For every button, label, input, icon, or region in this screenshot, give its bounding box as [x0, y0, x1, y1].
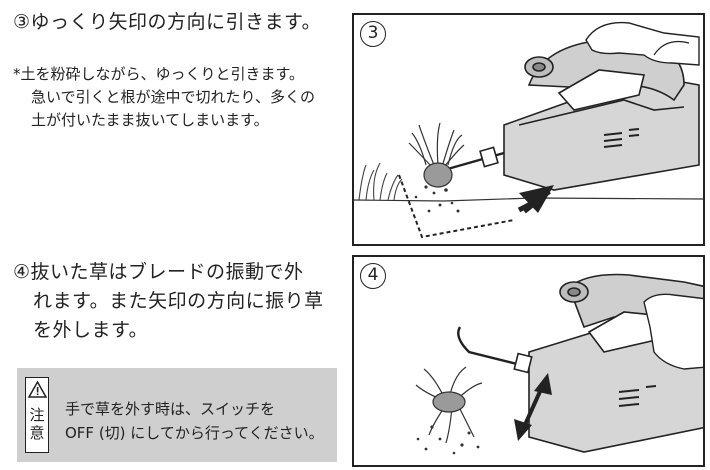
step4-title-line-3: を外します。 — [33, 319, 149, 341]
shake-down-arrow-icon — [514, 419, 532, 441]
step3-title: ③ゆっくり矢印の方向に引きます。 — [13, 11, 322, 33]
warning-triangle-icon — [27, 380, 47, 398]
caution-line-1: 手で草を外す時は、スイッチを — [65, 400, 276, 418]
weeder-pull-illustration — [354, 21, 703, 239]
step3-badge: 3 — [360, 21, 386, 47]
note-line-1: 土を粉砕しながら、ゆっくりと引きます。 — [20, 65, 305, 83]
step4-title-line-2: れます。また矢印の方向に振り草 — [33, 290, 324, 312]
caution-kanji-top: 注 — [29, 406, 45, 424]
caution-label: 注 意 — [25, 377, 49, 453]
caution-line-2: OFF (切) にしてから行ってください。 — [65, 424, 324, 442]
note-line-3: 土が付いたまま抜いてしまいます。 — [31, 111, 269, 129]
caution-text: 手で草を外す時は、スイッチを OFF (切) にしてから行ってください。 — [65, 397, 324, 445]
pull-direction-arrow-icon — [519, 185, 554, 213]
step3-note: *土を粉砕しながら、ゆっくりと引きます。 急いで引くと根が途中で切れたり、多くの… — [13, 63, 343, 132]
step4-illustration: 4 — [352, 255, 705, 467]
grass-tuft-icon — [358, 162, 403, 201]
step4-title: ④抜いた草はブレードの振動で外 れます。また矢印の方向に振り草 を外します。 — [13, 258, 343, 345]
note-asterisk: * — [13, 65, 21, 83]
note-line-2: 急いで引くと根が途中で切れたり、多くの — [31, 88, 315, 106]
weed-clump-icon — [408, 122, 465, 168]
weeder-shake-illustration — [415, 273, 703, 455]
caution-box: 注 意 手で草を外す時は、スイッチを OFF (切) にしてから行ってください。 — [17, 368, 337, 462]
step4-title-line-1: ④抜いた草はブレードの振動で外 — [13, 261, 304, 283]
shake-up-arrow-icon — [534, 373, 552, 395]
step3-illustration: 3 — [352, 13, 705, 246]
step4-badge: 4 — [360, 263, 386, 289]
caution-kanji-bottom: 意 — [29, 424, 45, 442]
